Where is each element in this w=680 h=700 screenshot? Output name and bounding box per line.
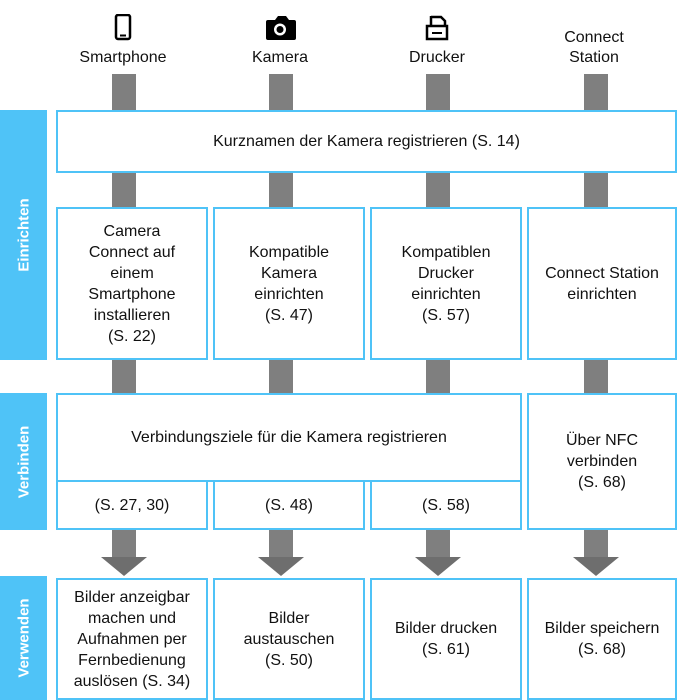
register-camera-name-box: Kurznamen der Kamera registrieren (S. 14…	[56, 110, 677, 173]
connector	[426, 74, 450, 110]
connector	[112, 360, 136, 393]
device-label-drucker: Drucker	[408, 49, 465, 66]
arrow-stem	[426, 530, 450, 557]
arrow-stem	[584, 530, 608, 557]
connector	[584, 360, 608, 393]
section-verwenden: Verwenden	[0, 576, 47, 700]
arrow-stem	[112, 530, 136, 557]
setup-printer-box: Kompatiblen Drucker einrichten (S. 57)	[370, 207, 522, 360]
connector	[426, 360, 450, 393]
use-save-images-box: Bilder speichern (S. 68)	[527, 578, 677, 700]
connector	[269, 74, 293, 110]
device-label-connect-station: Connect Station	[564, 29, 624, 66]
smartphone-icon	[114, 14, 132, 41]
use-exchange-images-box: Bilder austauschen (S. 50)	[213, 578, 365, 700]
device-label-smartphone: Smartphone	[79, 49, 167, 66]
printer-icon	[425, 15, 449, 41]
nfc-connect-box: Über NFC verbinden (S. 68)	[527, 393, 677, 530]
page-ref-camera: (S. 48)	[213, 480, 365, 530]
camera-icon	[266, 16, 296, 40]
use-remote-shooting-box: Bilder anzeigbar machen und Aufnahmen pe…	[56, 578, 208, 700]
connector	[269, 360, 293, 393]
connector	[269, 173, 293, 207]
page-ref-smartphone: (S. 27, 30)	[56, 480, 208, 530]
register-targets-box: Verbindungsziele für die Kamera registri…	[56, 393, 522, 482]
setup-camera-box: Kompatible Kamera einrichten (S. 47)	[213, 207, 365, 360]
down-arrow-icon	[573, 557, 619, 576]
section-einrichten: Einrichten	[0, 110, 47, 360]
connector	[584, 173, 608, 207]
down-arrow-icon	[415, 557, 461, 576]
setup-connect-station-box: Connect Station einrichten	[527, 207, 677, 360]
connector	[112, 74, 136, 110]
page-ref-printer: (S. 58)	[370, 480, 522, 530]
arrow-stem	[269, 530, 293, 557]
device-label-kamera: Kamera	[251, 49, 309, 66]
section-verbinden: Verbinden	[0, 393, 47, 530]
connector	[426, 173, 450, 207]
use-print-images-box: Bilder drucken (S. 61)	[370, 578, 522, 700]
down-arrow-icon	[258, 557, 304, 576]
down-arrow-icon	[101, 557, 147, 576]
connector	[584, 74, 608, 110]
setup-smartphone-box: Camera Connect auf einem Smartphone inst…	[56, 207, 208, 360]
connector	[112, 173, 136, 207]
